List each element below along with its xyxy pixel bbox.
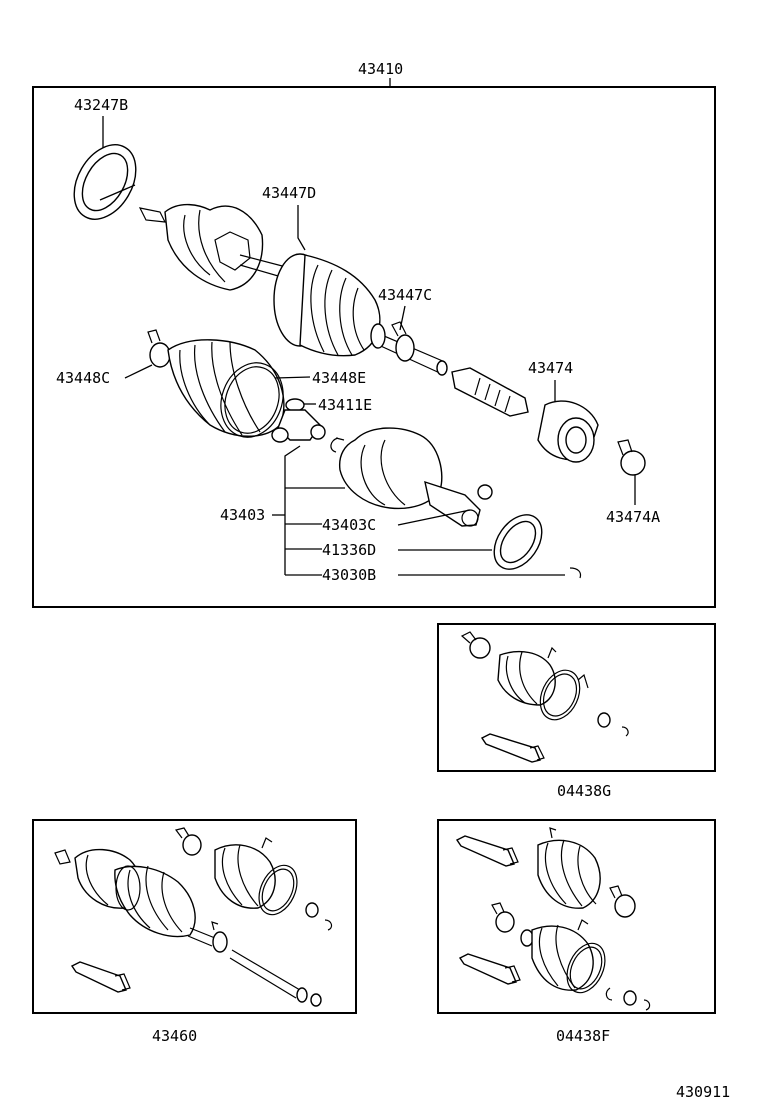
label-43410[interactable]: 43410 — [358, 60, 403, 78]
label-43474a[interactable]: 43474A — [606, 508, 660, 526]
kit-04438g-group: 04438G — [437, 623, 716, 800]
inner-boot-clamp — [147, 329, 171, 368]
main-assembly-frame — [32, 86, 716, 608]
label-43411e[interactable]: 43411E — [318, 396, 372, 414]
assy-43460-frame — [32, 819, 357, 1014]
inner-boot-band — [220, 362, 284, 438]
assy-43460-boot — [214, 837, 276, 909]
label-43460[interactable]: 43460 — [152, 1027, 197, 1045]
inner-joint-o-ring — [477, 484, 493, 500]
inner-joint-housing — [338, 427, 481, 527]
tripod — [271, 398, 326, 443]
label-41336d[interactable]: 41336D — [322, 541, 376, 559]
kit-f-boot-top — [537, 827, 601, 909]
inner-joint-shaft-leader — [397, 509, 471, 526]
label-43030b[interactable]: 43030B — [322, 566, 376, 584]
diagram-id: 430911 — [676, 1083, 730, 1101]
assy-43460-shaft — [187, 927, 301, 999]
drive-shaft — [239, 254, 446, 375]
assy-43460-mid-clamp — [211, 921, 228, 953]
label-43447c[interactable]: 43447C — [378, 286, 432, 304]
outer-cv-joint — [138, 203, 264, 291]
assy-43460-shaft-end — [296, 987, 308, 1003]
kit-g-boot — [497, 646, 557, 706]
assy-43460-clamp — [174, 827, 202, 856]
label-43447d[interactable]: 43447D — [262, 184, 316, 202]
shaft-end — [436, 360, 448, 376]
label-04438f[interactable]: 04438F — [556, 1027, 610, 1045]
main-assembly-group: 43410 43247B 43447D 43447C — [32, 60, 716, 608]
label-43448e[interactable]: 43448E — [312, 369, 366, 387]
inner-boot-band-leader — [274, 376, 311, 379]
kit-f-grease-bottom — [458, 953, 521, 985]
kit-f-band — [566, 942, 606, 994]
kit-f-snap-1 — [605, 987, 613, 1001]
label-43247b[interactable]: 43247B — [74, 96, 128, 114]
oil-seal — [493, 514, 543, 570]
dust-seal-axis — [99, 184, 136, 201]
kit-04438f-group: 04438F — [437, 819, 716, 1045]
assy-43460-outer-joint — [54, 848, 196, 938]
label-43403[interactable]: 43403 — [220, 506, 265, 524]
inner-boot-clamp-leader — [124, 364, 153, 379]
kit-f-clamp-mid — [491, 902, 515, 933]
assy-43460-ring — [305, 902, 319, 918]
inner-boot — [167, 339, 285, 437]
inner-shaft-stub — [451, 367, 529, 417]
label-04438g[interactable]: 04438G — [557, 782, 611, 800]
damper-clamp — [617, 439, 646, 476]
kit-g-grease — [480, 733, 545, 763]
outer-boot-leader — [297, 205, 306, 251]
label-43474[interactable]: 43474 — [528, 359, 573, 377]
dust-seal-ring — [73, 144, 137, 220]
kit-f-snap-2 — [643, 999, 651, 1011]
outer-boot — [273, 253, 386, 357]
tripod-snap-ring — [330, 437, 345, 453]
damper — [537, 400, 599, 463]
kit-04438g-frame — [437, 623, 716, 772]
assy-43460-snap — [324, 919, 333, 931]
kit-f-boot-bottom — [520, 919, 594, 991]
kit-04438f-frame — [437, 819, 716, 1014]
kit-g-band-tab — [577, 673, 589, 689]
kit-g-clamp — [460, 631, 491, 659]
assy-43460-end-ring — [310, 993, 322, 1007]
kit-f-clamp-top — [609, 885, 636, 918]
kit-f-ring — [623, 990, 637, 1006]
label-43403c[interactable]: 43403C — [322, 516, 376, 534]
snap-ring — [569, 567, 582, 579]
assy-43460-group: 43460 — [32, 819, 357, 1045]
outer-clamp-leader — [399, 305, 406, 331]
outer-clamp — [391, 321, 415, 362]
kit-g-snap — [621, 726, 629, 737]
inner-joint-bracket — [284, 445, 345, 576]
assy-43460-band — [258, 864, 298, 916]
label-43448c[interactable]: 43448C — [56, 369, 110, 387]
kit-g-band — [539, 669, 581, 721]
kit-f-grease-top — [455, 835, 519, 867]
assy-43460-grease — [70, 961, 131, 993]
kit-g-ring — [597, 712, 611, 728]
